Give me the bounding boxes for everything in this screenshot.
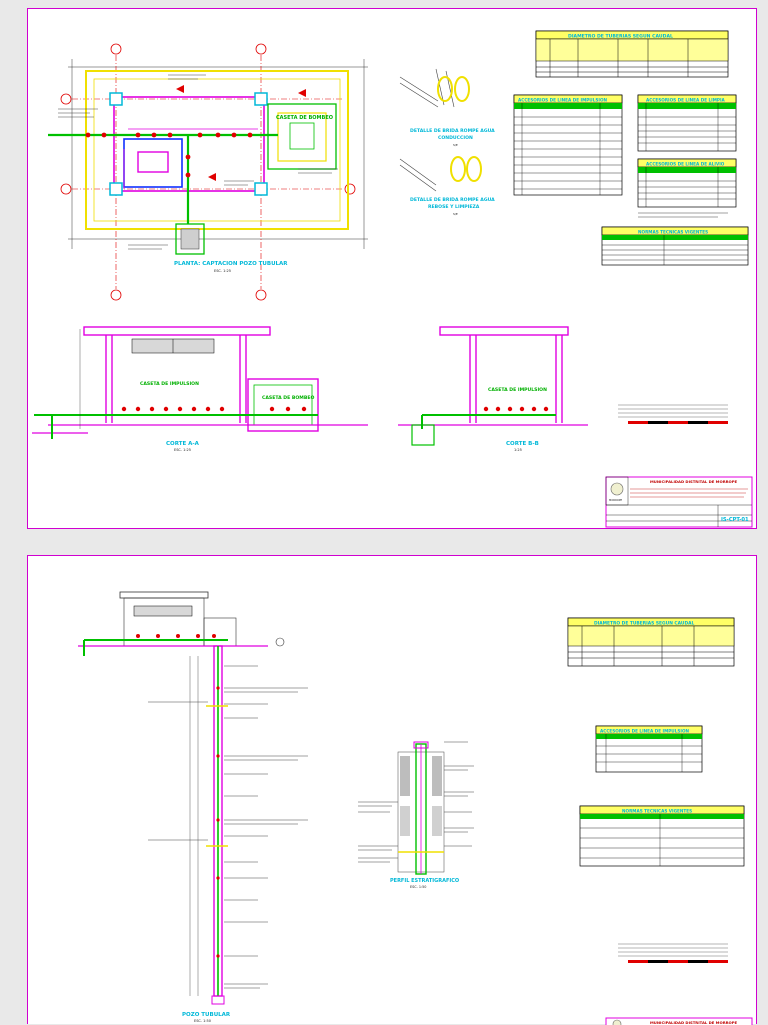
drawing-sheet-2: POZO TUBULAR ESC. 1:50: [27, 555, 757, 1025]
table-acc-limpia: ACCESORIOS DE LINEA DE LIMPIA: [637, 94, 737, 152]
section-a-a: CASETA DE IMPULSION CASETA DE BOMBEO COR…: [32, 326, 368, 452]
table-normas-title: NORMAS TECNICAS VIGENTES: [638, 230, 708, 235]
municipal-shield-icon: [610, 482, 624, 496]
caseta-bombeo-label: CASETA DE BOMBEO: [276, 115, 333, 121]
table-acc-impulsion-2: ACCESORIOS DE LINEA DE IMPULSION: [595, 725, 703, 773]
sheet-1-drawing: CASETA DE BOMBEO PLANTA: CAPTACION POZO …: [32, 30, 753, 528]
corte-b-title: CORTE B-B: [506, 441, 539, 447]
shield-label: MORROPE: [609, 498, 622, 502]
table-normas: NORMAS TECNICAS VIGENTES: [601, 226, 749, 266]
table-diametro: DIAMETRO DE TUBERIAS SEGUN CAUDAL: [535, 30, 729, 78]
perfil-scale: ESC. 1:50: [410, 885, 426, 889]
perfil-title: PERFIL ESTRATIGRAFICO: [390, 878, 459, 884]
caseta-impulsion-b: CASETA DE IMPULSION: [488, 387, 547, 393]
detail2-sub: REBOSE Y LIMPIEZA: [428, 204, 480, 210]
plan-title: PLANTA: CAPTACION POZO TUBULAR: [174, 261, 288, 267]
sheet-2-drawing: POZO TUBULAR ESC. 1:50: [78, 591, 753, 1025]
municipal-shield-icon-2: [612, 1019, 622, 1025]
detail1-title: DETALLE DE BRIDA ROMPE AGUA: [410, 128, 495, 134]
detail1-scale: S/E: [453, 143, 458, 147]
table-acc-alivio-title: ACCESORIOS DE LINEA DE ALIVIO: [646, 162, 725, 167]
plan-view: CASETA DE BOMBEO PLANTA: CAPTACION POZO …: [48, 43, 368, 301]
section-b-b: CASETA DE IMPULSION CORTE B-B 1:25: [398, 326, 588, 452]
detail2-title: DETALLE DE BRIDA ROMPE AGUA: [410, 197, 495, 203]
corte-a-title: CORTE A-A: [166, 441, 200, 447]
caseta-bombeo-a: CASETA DE BOMBEO: [262, 395, 314, 401]
perfil-estratigrafico: PERFIL ESTRATIGRAFICO ESC. 1:50: [358, 741, 474, 889]
table-acc-impulsion-2-title: ACCESORIOS DE LINEA DE IMPULSION: [600, 729, 690, 734]
table-diametro-2-title: DIAMETRO DE TUBERIAS SEGUN CAUDAL: [594, 621, 694, 627]
detail2-scale: S/E: [453, 212, 458, 216]
table-diametro-title: DIAMETRO DE TUBERIAS SEGUN CAUDAL: [568, 34, 673, 40]
title-block-entity: MUNICIPALIDAD DISTRITAL DE MORROPE: [650, 479, 738, 484]
caseta-impulsion-a: CASETA DE IMPULSION: [140, 381, 199, 387]
table-diametro-2: DIAMETRO DE TUBERIAS SEGUN CAUDAL: [567, 617, 735, 667]
table-acc-limpia-title: ACCESORIOS DE LINEA DE LIMPIA: [646, 98, 726, 103]
pozo-tubular-elevation: POZO TUBULAR ESC. 1:50: [78, 591, 308, 1023]
corte-a-scale: ESC. 1:25: [174, 448, 191, 452]
pozo-title: POZO TUBULAR: [182, 1012, 231, 1018]
pozo-scale: ESC. 1:50: [194, 1019, 211, 1023]
scale-bar-2: [618, 943, 728, 963]
detail-brida-rompe-agua: DETALLE DE BRIDA ROMPE AGUA CONDUCCION S…: [399, 68, 495, 216]
table-acc-impulsion: ACCESORIOS DE LINEA DE IMPULSION: [513, 94, 623, 196]
table-normas-2: NORMAS TECNICAS VIGENTES: [579, 805, 745, 867]
sheet-code: IS-CPT-01: [721, 517, 749, 523]
table-acc-alivio: ACCESORIOS DE LINEA DE ALIVIO: [637, 158, 737, 218]
title-block-2-entity: MUNICIPALIDAD DISTRITAL DE MORROPE: [650, 1020, 738, 1025]
scale-bar: [618, 404, 728, 424]
detail1-sub: CONDUCCION: [438, 135, 473, 141]
table-acc-impulsion-title: ACCESORIOS DE LINEA DE IMPULSION: [518, 98, 608, 103]
corte-b-scale: 1:25: [514, 448, 522, 452]
plan-scale: ESC. 1:25: [214, 269, 231, 273]
table-normas-2-title: NORMAS TECNICAS VIGENTES: [622, 809, 692, 814]
title-block-1: MORROPE MUNICIPALIDAD DISTRITAL DE MORRO…: [605, 476, 753, 528]
drawing-sheet-1: CASETA DE BOMBEO PLANTA: CAPTACION POZO …: [27, 8, 757, 529]
